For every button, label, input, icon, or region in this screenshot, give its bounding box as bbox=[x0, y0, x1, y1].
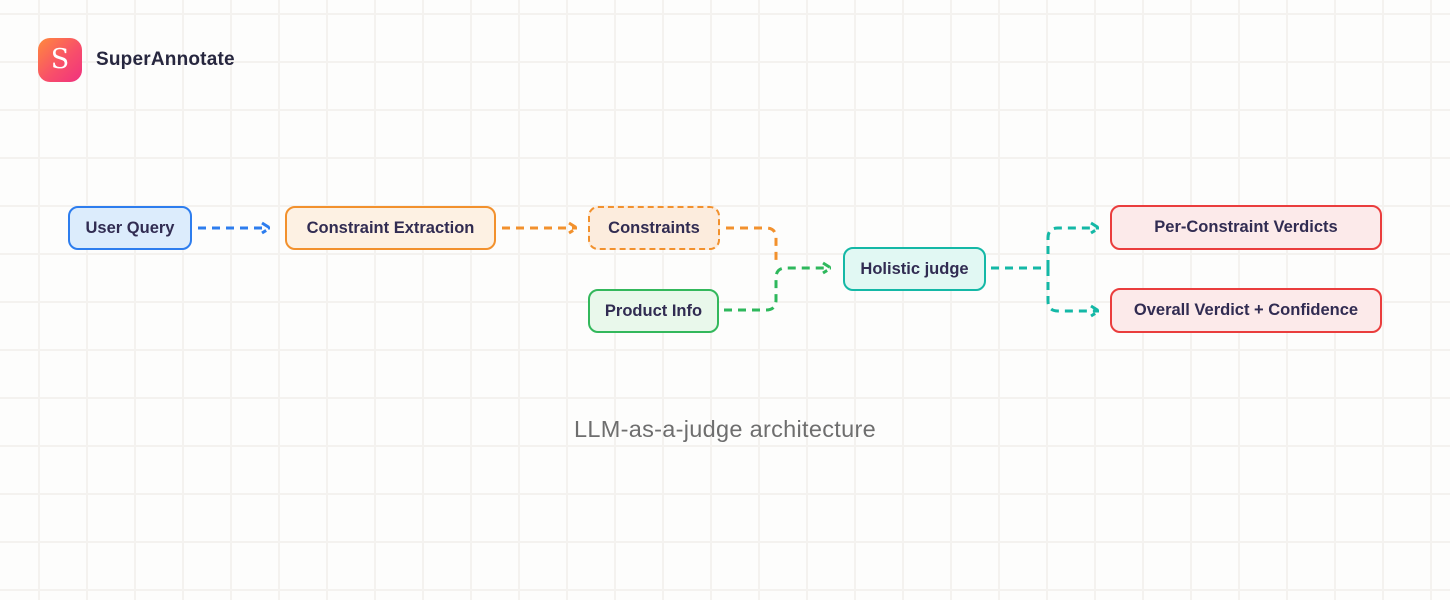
superannotate-logo-icon: S bbox=[38, 38, 82, 82]
edge-stem-overallverdict bbox=[1046, 268, 1099, 311]
node-constraints[interactable]: Constraints bbox=[588, 206, 720, 250]
edge-productinfo-holisticjudge bbox=[724, 268, 831, 312]
node-user-query[interactable]: User Query bbox=[68, 206, 192, 250]
node-constraint-extraction[interactable]: Constraint Extraction bbox=[285, 206, 496, 250]
node-product-info[interactable]: Product Info bbox=[588, 289, 719, 333]
edge-constraints-junction bbox=[726, 226, 778, 262]
brand: S SuperAnnotate bbox=[38, 38, 235, 82]
diagram-caption: LLM-as-a-judge architecture bbox=[574, 416, 876, 442]
node-overall-verdict[interactable]: Overall Verdict + Confidence bbox=[1110, 288, 1382, 333]
edge-stem-perconstraint bbox=[1046, 228, 1099, 268]
brand-name: SuperAnnotate bbox=[96, 49, 235, 70]
node-holistic-judge[interactable]: Holistic judge bbox=[843, 247, 986, 291]
node-per-constraint-verdicts[interactable]: Per-Constraint Verdicts bbox=[1110, 205, 1382, 250]
logo-letter: S bbox=[50, 43, 70, 75]
